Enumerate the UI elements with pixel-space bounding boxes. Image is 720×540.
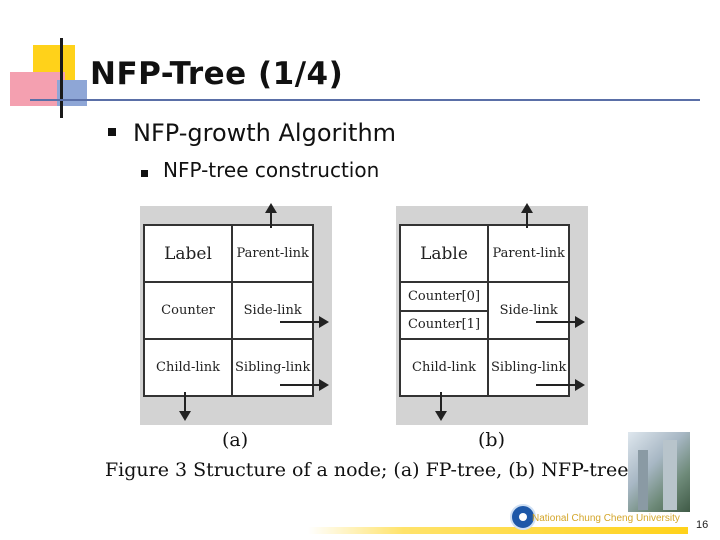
slide-title: NFP-Tree (1/4) — [90, 56, 344, 92]
figure-a-label: (a) — [222, 429, 249, 451]
page-number: 16 — [696, 519, 709, 531]
sibling-arrow-icon — [536, 379, 585, 391]
campus-photo — [628, 432, 690, 512]
logo-vertical-rule — [60, 38, 63, 118]
university-emblem-icon — [510, 504, 536, 530]
subbullet-square-icon — [141, 170, 148, 177]
child-arrow-icon — [435, 392, 447, 421]
label-cell: Lable — [399, 224, 489, 283]
parent-arrow-icon — [265, 203, 277, 228]
sibling-link-cell: Sibling-link — [230, 338, 315, 397]
parent-link-cell: Parent-link — [486, 224, 571, 283]
child-link-cell: Child-link — [399, 338, 489, 397]
footer-gradient-bar — [308, 527, 688, 534]
figure-b-label: (b) — [478, 429, 505, 451]
sibling-arrow-icon — [280, 379, 329, 391]
university-name: National Chung Cheng University — [532, 513, 680, 524]
counter0-cell: Counter[0] — [399, 281, 489, 312]
bullet-text: NFP-growth Algorithm — [133, 119, 397, 147]
parent-link-cell: Parent-link — [230, 224, 315, 283]
counter1-cell: Counter[1] — [399, 309, 489, 340]
figure-panel-a: Label Parent-link Counter Side-link Chil… — [140, 203, 332, 425]
child-link-cell: Child-link — [143, 338, 233, 397]
side-link-cell: Side-link — [230, 281, 315, 340]
child-arrow-icon — [179, 392, 191, 421]
side-link-cell: Side-link — [486, 281, 571, 340]
side-arrow-icon — [536, 316, 585, 328]
title-underline — [30, 99, 700, 101]
subbullet-text: NFP-tree construction — [163, 158, 380, 182]
figure-panel-b: Lable Parent-link Counter[0] Side-link C… — [396, 203, 588, 425]
label-cell: Label — [143, 224, 233, 283]
counter-cell: Counter — [143, 281, 233, 340]
figure-caption: Figure 3 Structure of a node; (a) FP-tre… — [105, 459, 629, 481]
side-arrow-icon — [280, 316, 329, 328]
parent-arrow-icon — [521, 203, 533, 228]
bullet-square-icon — [108, 128, 116, 136]
fp-tree-node-table: Label Parent-link Counter Side-link Chil… — [143, 224, 315, 397]
nfp-tree-node-table: Lable Parent-link Counter[0] Side-link C… — [399, 224, 571, 397]
sibling-link-cell: Sibling-link — [486, 338, 571, 397]
